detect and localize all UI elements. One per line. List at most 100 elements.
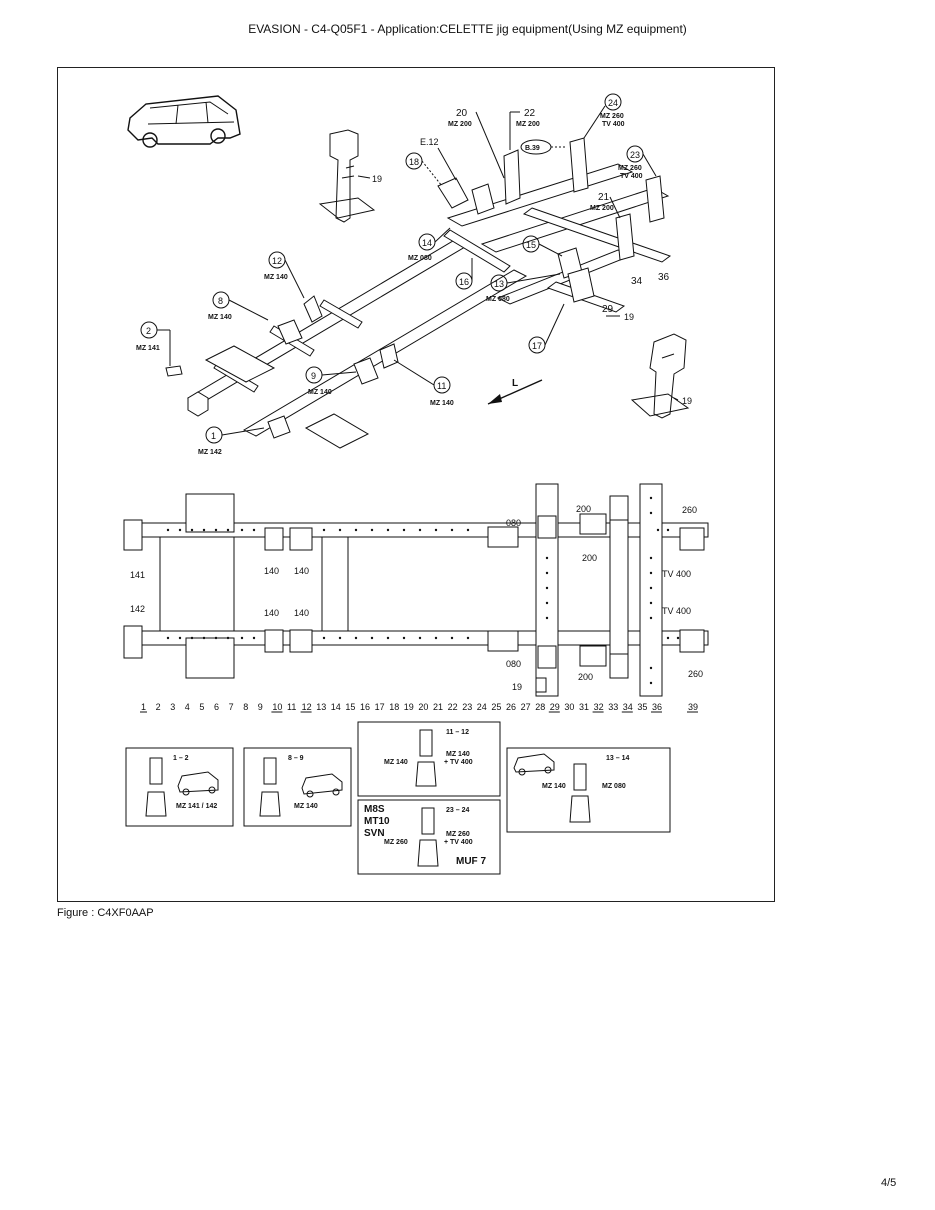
scale-number: 2 [156, 702, 161, 712]
svg-text:MZ 140: MZ 140 [446, 751, 470, 758]
svg-text:E.12: E.12 [420, 137, 439, 147]
svg-text:MZ 200: MZ 200 [516, 121, 540, 128]
scale-number: 25 [491, 702, 501, 712]
scale-number: 9 [258, 702, 263, 712]
svg-text:9: 9 [311, 371, 316, 381]
scale-number: 33 [608, 702, 618, 712]
svg-text:MZ 080: MZ 080 [486, 296, 510, 303]
scale-number: 29 [550, 702, 560, 712]
jig-heads [165, 137, 665, 439]
svg-text:MZ 080: MZ 080 [602, 783, 626, 790]
callout-8: 8 MZ 140 [208, 291, 269, 321]
plan-label-260-b: 260 [688, 669, 703, 679]
svg-text:MZ 200: MZ 200 [590, 205, 614, 212]
scale-number: 4 [185, 702, 190, 712]
scale-number: 11 [287, 702, 296, 712]
svg-text:MZ 142: MZ 142 [198, 449, 222, 456]
callout-12: 12 MZ 140 [264, 251, 305, 299]
plan-label-tv400-a: TV 400 [662, 569, 691, 579]
page-header-title: EVASION - C4-Q05F1 - Application:CELETTE… [248, 22, 687, 36]
svg-text:MZ 141: MZ 141 [136, 345, 160, 352]
label-19-mid: 19 [624, 312, 634, 322]
callout-16: 16 [455, 258, 473, 290]
scale-number: 1 [141, 702, 146, 712]
scale-number: 23 [462, 702, 472, 712]
svg-text:MZ 140: MZ 140 [430, 400, 454, 407]
plan-label-080-b: 080 [506, 659, 521, 669]
scale-number: 31 [579, 702, 589, 712]
scale-number: 28 [535, 702, 545, 712]
inset-11-12: 11 – 12 MZ 140 MZ 140 + TV 400 [357, 721, 501, 797]
svg-text:MZ 140: MZ 140 [294, 803, 318, 810]
stand-19-right: 19 [630, 333, 692, 419]
svg-text:13 – 14: 13 – 14 [606, 755, 629, 762]
svg-text:MZ 140: MZ 140 [308, 389, 332, 396]
plan-label-200-b: 200 [582, 553, 597, 563]
svg-text:MZ 140: MZ 140 [264, 274, 288, 281]
car-silhouette-icon [127, 95, 241, 148]
scale-number: 10 [272, 702, 282, 712]
svg-text:8 – 9: 8 – 9 [288, 755, 304, 762]
svg-text:20: 20 [456, 108, 468, 119]
label-36: 36 [658, 272, 670, 283]
scale-number: 7 [229, 702, 234, 712]
scale-number: 5 [199, 702, 204, 712]
scale-number: 18 [389, 702, 399, 712]
plan-label-tv400-b: TV 400 [662, 606, 691, 616]
scale-number: 14 [331, 702, 341, 712]
label-19-top: 19 [372, 174, 382, 184]
scale-number: 34 [623, 702, 633, 712]
svg-text:8: 8 [218, 296, 223, 306]
svg-text:+ TV 400: + TV 400 [444, 839, 473, 846]
svg-text:1: 1 [211, 431, 216, 441]
callout-11: 11 MZ 140 [393, 359, 454, 407]
page-number: 4/5 [881, 1177, 897, 1189]
plan-label-140-a: 140 [264, 566, 279, 576]
svg-text:22: 22 [524, 108, 536, 119]
svg-text:21: 21 [598, 192, 610, 203]
svg-text:23 – 24: 23 – 24 [446, 807, 469, 814]
svg-text:MZ 140: MZ 140 [384, 759, 408, 766]
scale-number: 24 [477, 702, 487, 712]
label-29: 29 [602, 304, 614, 315]
scale-number: 17 [375, 702, 385, 712]
svg-text:MZ 080: MZ 080 [408, 255, 432, 262]
plan-label-260-a: 260 [682, 505, 697, 515]
scale-number: 3 [170, 702, 175, 712]
scale-number: 35 [637, 702, 647, 712]
scale-number: 6 [214, 702, 219, 712]
scale-number: 22 [448, 702, 458, 712]
figure-caption: Figure : C4XF0AAP [57, 907, 154, 919]
svg-text:MZ 260: MZ 260 [618, 165, 642, 172]
svg-text:MZ 260: MZ 260 [600, 113, 624, 120]
inset-8-9: 8 – 9 MZ 140 [243, 747, 352, 827]
svg-text:16: 16 [459, 277, 469, 287]
svg-text:17: 17 [532, 341, 542, 351]
svg-text:13: 13 [494, 279, 504, 289]
svg-text:MZ 200: MZ 200 [448, 121, 472, 128]
plan-label-080-a: 080 [506, 518, 521, 528]
svg-text:18: 18 [409, 157, 419, 167]
svg-text:MZ 260: MZ 260 [384, 839, 408, 846]
svg-text:23: 23 [630, 150, 640, 160]
inset-1-2: 1 – 2 MZ 141 / 142 [125, 747, 234, 827]
svg-text:MZ 140: MZ 140 [208, 314, 232, 321]
callout-22: 22 MZ 200 [509, 108, 540, 150]
svg-text:MUF 7: MUF 7 [456, 856, 486, 867]
callout-18: 18 [405, 152, 443, 187]
callout-2: 2 MZ 141 [136, 321, 171, 366]
label-e12: E.12 [420, 137, 457, 181]
scale-number: 15 [345, 702, 355, 712]
scale-number: 13 [316, 702, 326, 712]
scale-number: 16 [360, 702, 370, 712]
scale-number: 27 [521, 702, 531, 712]
svg-text:+ TV 400: + TV 400 [444, 759, 473, 766]
callout-1: 1 MZ 142 [198, 426, 265, 456]
svg-text:1 – 2: 1 – 2 [173, 755, 189, 762]
svg-text:11 – 12: 11 – 12 [446, 729, 469, 736]
scale-number: 36 [652, 702, 662, 712]
scale-number: 32 [594, 702, 604, 712]
scale-number: 30 [564, 702, 574, 712]
plan-label-140-c: 140 [264, 608, 279, 618]
